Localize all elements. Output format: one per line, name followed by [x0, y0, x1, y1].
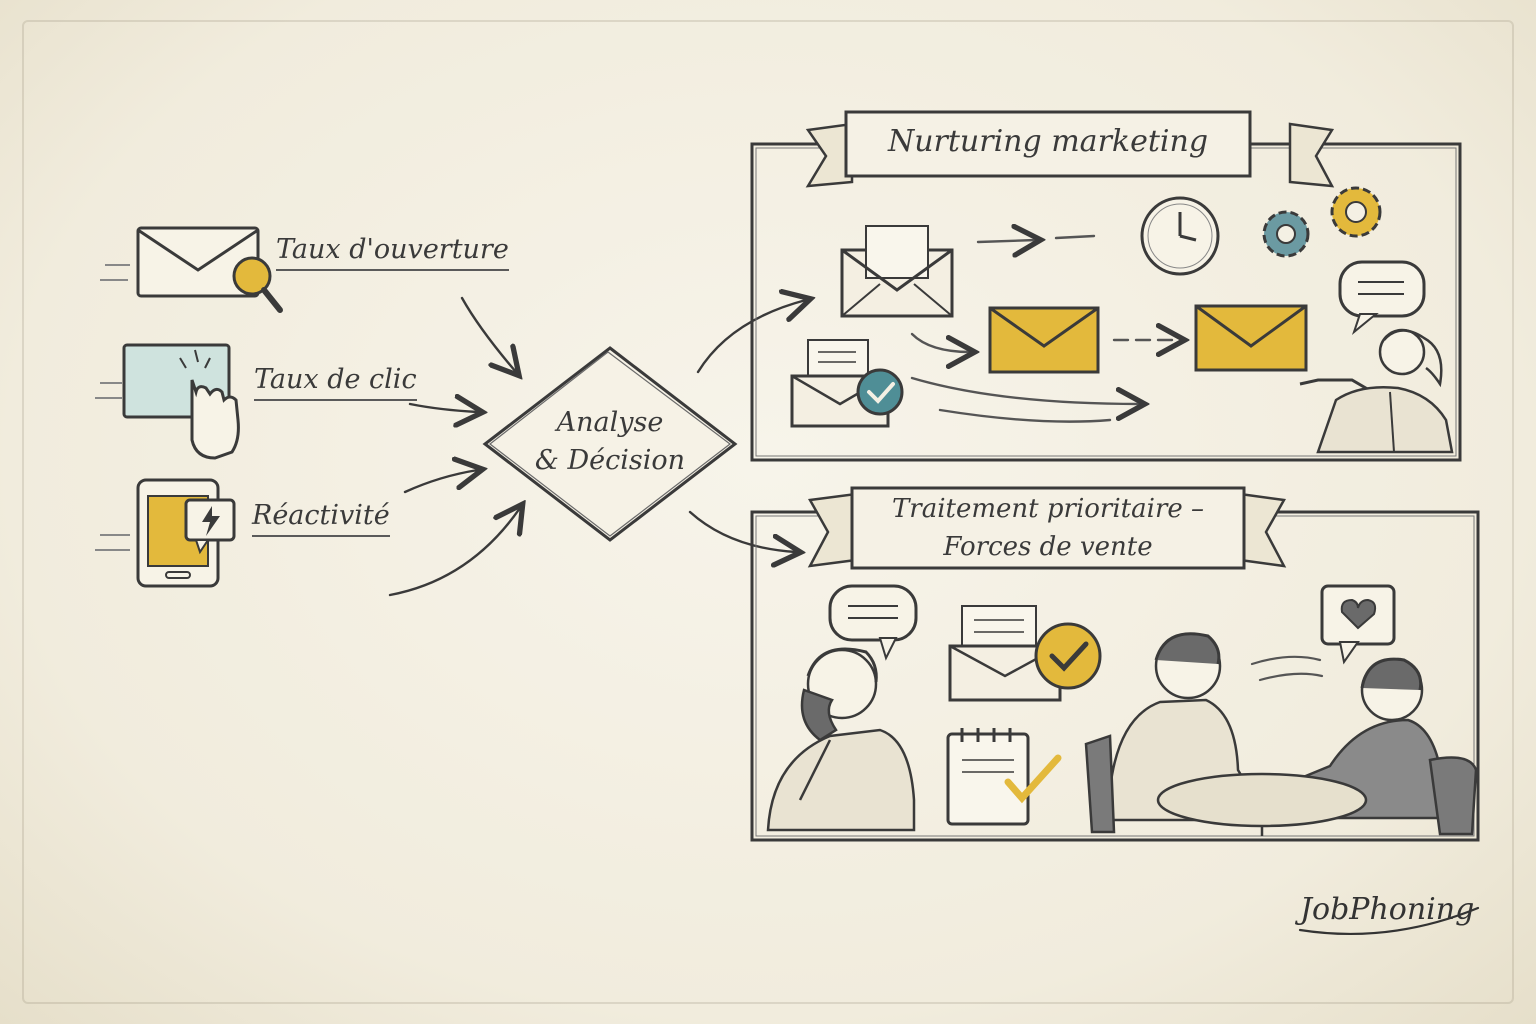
paper-border [22, 20, 1514, 1004]
decision-label-line2: & Décision [534, 445, 686, 476]
envelope-check-icon-2 [948, 605, 1102, 702]
priority-title-line1: Traitement prioritaire – [891, 494, 1205, 524]
envelope-magnifier-icon [100, 226, 283, 313]
priority-title-line2: Forces de vente [943, 532, 1153, 562]
flow-arrows-nurturing [910, 334, 1180, 423]
logo-swash [1298, 906, 1480, 936]
metric-label-click-rate: Taux de clic [254, 364, 417, 401]
priority-banner [807, 486, 1287, 570]
decision-diamond [482, 346, 738, 542]
input-arrows [388, 296, 520, 597]
output-arrows [688, 300, 806, 552]
speech-bubble-icon-2 [828, 584, 918, 661]
speech-bubble-icon [1338, 260, 1426, 335]
gears-icon [1262, 186, 1382, 258]
nurturing-title: Nurturing marketing [887, 124, 1209, 159]
phone-alert-icon [95, 478, 236, 588]
decision-label: Analyse & Décision [510, 404, 710, 480]
metric-label-open-rate: Taux d'ouverture [276, 234, 509, 271]
envelope-check-icon [790, 339, 904, 428]
screen-click-icon [95, 343, 240, 460]
meeting-figures [1084, 632, 1478, 836]
decision-label-line1: Analyse [556, 407, 664, 438]
open-envelope-icon [840, 225, 954, 318]
yellow-envelope-icon-2 [1194, 304, 1308, 372]
checklist-icon [946, 728, 1062, 826]
phone-agent-figure [766, 647, 916, 832]
heart-bubble-icon [1320, 584, 1396, 665]
yellow-envelope-icon [988, 306, 1100, 374]
priority-title: Traitement prioritaire – Forces de vente [858, 490, 1238, 566]
nurturing-banner [805, 110, 1335, 188]
dash-arrow-to-clock [976, 236, 1096, 242]
jobphoning-logo: JobPhoning [1300, 892, 1475, 927]
clock-icon [1140, 196, 1220, 276]
conversation-lines [1250, 655, 1324, 682]
metric-label-reactivity: Réactivité [252, 500, 390, 537]
businesswoman-figure [1299, 328, 1454, 454]
